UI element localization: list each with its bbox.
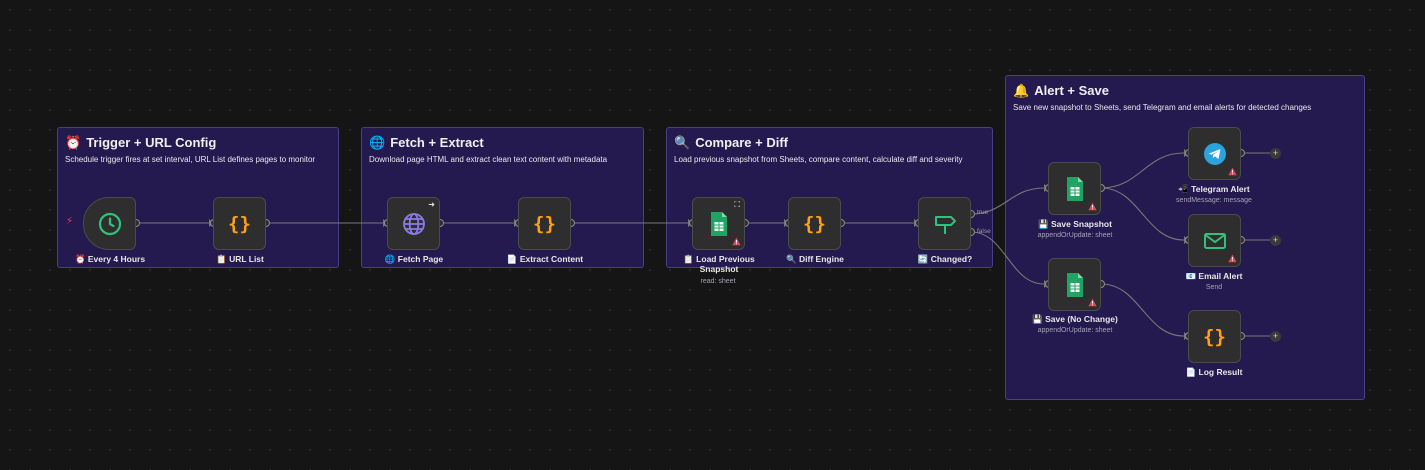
node-url-list[interactable]: {}	[213, 197, 266, 250]
node-every-4-hours[interactable]	[83, 197, 136, 250]
bell-icon: 🔔	[1013, 83, 1030, 98]
node-label: 📧 Email Alert	[1185, 271, 1243, 281]
group-description: Load previous snapshot from Sheets, comp…	[674, 155, 963, 164]
globe-icon	[402, 212, 425, 235]
node-subtitle: read: sheet	[700, 278, 736, 285]
trigger-lightning-icon: ⚡	[66, 216, 74, 227]
google-sheets-icon	[1066, 272, 1083, 297]
node-subtitle: appendOrUpdate: sheet	[1037, 327, 1113, 334]
expand-icon: ⛶	[734, 200, 740, 209]
warning-icon	[732, 237, 741, 246]
arrow-right-icon: ➜	[428, 200, 435, 209]
signpost-icon	[934, 215, 956, 234]
node-save-no-change[interactable]	[1048, 258, 1101, 311]
code-braces-icon: {}	[1203, 325, 1226, 348]
node-extract-content[interactable]: {}	[518, 197, 571, 250]
node-label: 🔄 Changed?	[917, 254, 973, 264]
warning-icon	[1228, 254, 1237, 263]
clock-icon	[98, 212, 121, 235]
code-braces-icon: {}	[228, 212, 251, 235]
node-label: 📄 Extract Content	[506, 254, 584, 264]
node-save-snapshot[interactable]	[1048, 162, 1101, 215]
group-title: 🔍Compare + Diff	[674, 135, 789, 150]
node-label: 💾 Save (No Change)	[1032, 314, 1118, 324]
false-port-label: false	[977, 228, 991, 235]
true-port-label: true	[977, 209, 989, 216]
magnifier-icon: 🔍	[674, 135, 691, 150]
node-label: 💾 Save Snapshot	[1038, 219, 1112, 229]
group-description: Download page HTML and extract clean tex…	[369, 155, 608, 164]
node-fetch-page[interactable]: ➜	[387, 197, 440, 250]
node-label: 🔍 Diff Engine	[786, 254, 844, 264]
google-sheets-icon	[710, 211, 727, 236]
node-label: 🌐 Fetch Page	[384, 254, 444, 264]
node-subtitle: sendMessage: message	[1176, 197, 1252, 204]
globe-icon: 🌐	[369, 135, 386, 150]
node-label: ⏰ Every 4 Hours	[74, 254, 146, 264]
group-title: ⏰Trigger + URL Config	[65, 135, 217, 150]
group-title: 🔔Alert + Save	[1013, 83, 1109, 98]
node-email-alert[interactable]	[1188, 214, 1241, 267]
warning-icon	[1088, 298, 1097, 307]
warning-icon	[1228, 167, 1237, 176]
node-telegram-alert[interactable]	[1188, 127, 1241, 180]
node-load-previous-snapshot[interactable]: ⛶	[692, 197, 745, 250]
alarm-clock-icon: ⏰	[65, 135, 82, 150]
node-subtitle: appendOrUpdate: sheet	[1037, 232, 1113, 239]
add-node-button[interactable]: +	[1270, 235, 1281, 246]
node-label: 📋 Load Previous Snapshot	[683, 254, 755, 274]
telegram-icon	[1203, 142, 1226, 165]
mail-icon	[1203, 232, 1226, 249]
node-label: 📲 Telegram Alert	[1178, 184, 1250, 194]
node-label: 📄 Log Result	[1185, 367, 1243, 377]
code-braces-icon: {}	[803, 212, 826, 235]
google-sheets-icon	[1066, 176, 1083, 201]
node-log-result[interactable]: {}	[1188, 310, 1241, 363]
node-changed[interactable]	[918, 197, 971, 250]
node-subtitle: Send	[1205, 284, 1223, 291]
warning-icon	[1088, 202, 1097, 211]
group-title: 🌐Fetch + Extract	[369, 135, 484, 150]
group-description: Save new snapshot to Sheets, send Telegr…	[1013, 103, 1312, 112]
node-label: 📋 URL List	[216, 254, 264, 264]
group-description: Schedule trigger fires at set interval, …	[65, 155, 316, 164]
add-node-button[interactable]: +	[1270, 148, 1281, 159]
code-braces-icon: {}	[533, 212, 556, 235]
node-diff-engine[interactable]: {}	[788, 197, 841, 250]
add-node-button[interactable]: +	[1270, 331, 1281, 342]
